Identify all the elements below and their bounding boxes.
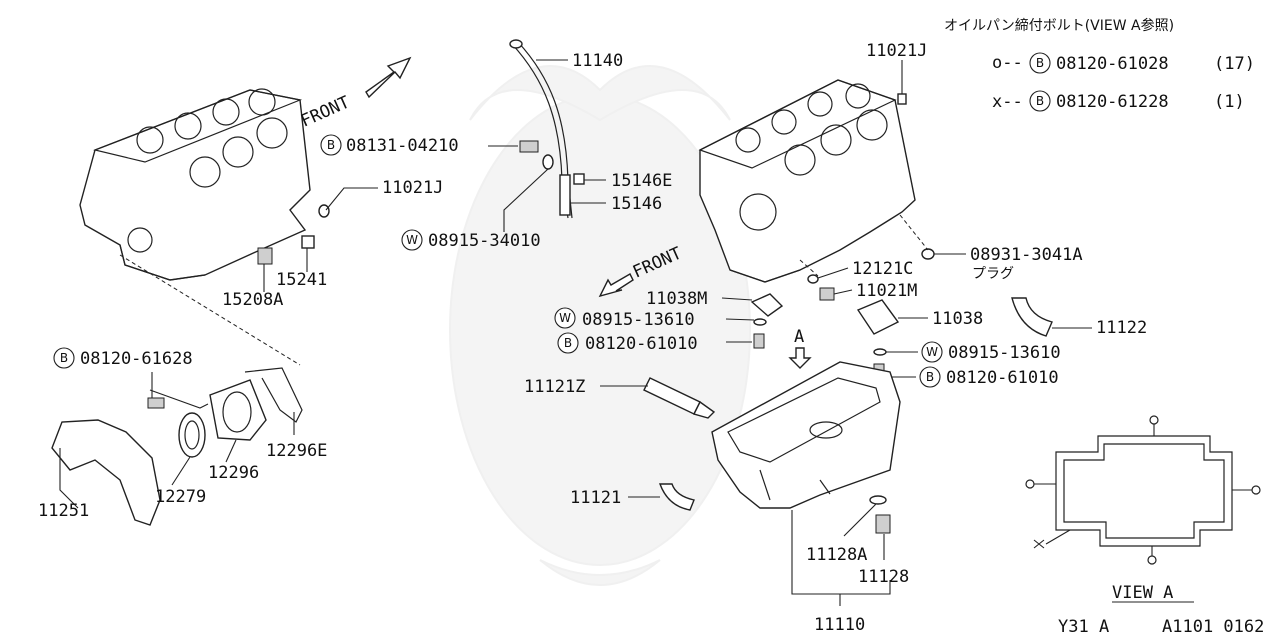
legend-row-1-marker: o-- xyxy=(992,53,1023,73)
label-11140: 11140 xyxy=(572,51,623,71)
label-08915-34010: 08915-34010 xyxy=(428,231,541,251)
plug-11021j-left xyxy=(318,204,330,218)
right-engine-block xyxy=(698,79,916,283)
bolt-symbol-b xyxy=(1029,52,1051,74)
front-arrow-left: FRONT xyxy=(298,56,412,132)
legend-row-2-part: 08120-61228 xyxy=(1056,92,1169,112)
bolt-symbol-b xyxy=(320,134,342,156)
baffle-11038 xyxy=(856,299,900,335)
legend-row-2-marker: x-- xyxy=(992,92,1023,112)
retainer-12296 xyxy=(209,379,267,441)
circle-letter-b: B xyxy=(564,336,572,350)
label-11021j-left: 11021J xyxy=(382,178,443,198)
plug-11021m xyxy=(819,287,835,301)
footer-model: Y31 A xyxy=(1058,617,1109,637)
bolt-symbol-b xyxy=(557,332,579,354)
circle-letter-b: B xyxy=(926,370,934,384)
circle-letter-b: B xyxy=(60,351,68,365)
view-a-schematic xyxy=(1025,415,1261,565)
label-08120-61628: 08120-61628 xyxy=(80,349,193,369)
bolt-08131-04210 xyxy=(519,140,539,153)
label-view-a-arrow: A xyxy=(794,327,804,347)
label-11021m: 11021M xyxy=(856,281,917,301)
bolt-08120-61010-left xyxy=(753,333,765,349)
rear-plate-11251 xyxy=(51,419,161,526)
label-08931-3041a: 08931-3041A xyxy=(970,245,1083,265)
bracket-11121 xyxy=(659,483,695,511)
baffle-11038m xyxy=(750,293,784,317)
circle-letter-w: W xyxy=(926,345,938,359)
label-11122: 11122 xyxy=(1096,318,1147,338)
drain-plug-11128 xyxy=(875,514,891,534)
label-plug-jp: プラグ xyxy=(972,266,1014,282)
label-11121z: 11121Z xyxy=(524,377,585,397)
label-11128a: 11128A xyxy=(806,545,867,565)
washer-08915-34010 xyxy=(542,154,554,170)
circle-letter-w: W xyxy=(559,311,571,325)
baffle-11122 xyxy=(1011,297,1053,337)
oil-level-gauge-11140 xyxy=(509,39,573,219)
stud-15208a xyxy=(257,247,273,265)
view-a-bolt-title: オイルパン締付ボルト(VIEW A参照) xyxy=(944,17,1174,34)
watermark-emblem xyxy=(449,65,751,586)
bolt-symbol-b xyxy=(919,366,941,388)
label-08120-61010-left: 08120-61010 xyxy=(585,334,698,354)
label-11110: 11110 xyxy=(814,615,865,635)
label-12121c: 12121C xyxy=(852,259,913,279)
view-a-caption: VIEW A xyxy=(1112,583,1173,603)
label-08915-13610-right: 08915-13610 xyxy=(948,343,1061,363)
washer-08915-13610-right xyxy=(873,348,887,356)
legend-row-1-circle: B xyxy=(1036,56,1044,70)
bolt-legend: オイルパン締付ボルト(VIEW A参照) o-- B 08120-61028 (… xyxy=(944,17,1255,112)
gasket-12296e xyxy=(244,367,303,423)
label-12296e: 12296E xyxy=(266,441,327,461)
legend-row-2-circle: B xyxy=(1036,94,1044,108)
label-11128: 11128 xyxy=(858,567,909,587)
label-11021j-right: 11021J xyxy=(866,41,927,61)
label-15208a: 15208A xyxy=(222,290,283,310)
washer-symbol-w xyxy=(921,341,943,363)
sealant-tube-11121z xyxy=(643,377,716,419)
footer-code: A1101 0162 xyxy=(1162,617,1264,637)
circle-letter-w: W xyxy=(406,233,418,247)
label-15146e: 15146E xyxy=(611,171,672,191)
plug-15241 xyxy=(301,235,315,249)
legend-row-1-qty: (17) xyxy=(1214,54,1255,74)
bolt-symbol-b xyxy=(53,347,75,369)
left-engine-block xyxy=(79,88,311,281)
label-11251: 11251 xyxy=(38,501,89,521)
view-a-arrow: A xyxy=(788,327,812,369)
legend-row-2-qty: (1) xyxy=(1214,92,1245,112)
o-ring-15146e xyxy=(573,173,585,185)
label-11038m: 11038M xyxy=(646,289,707,309)
front-label-left: FRONT xyxy=(298,92,353,131)
label-12279: 12279 xyxy=(155,487,206,507)
washer-symbol-w xyxy=(401,229,423,251)
label-11038: 11038 xyxy=(932,309,983,329)
washer-08915-13610-left xyxy=(753,318,767,326)
label-08131-04210: 08131-04210 xyxy=(346,136,459,156)
label-08120-61010-right: 08120-61010 xyxy=(946,368,1059,388)
plug-08931-3041a xyxy=(921,248,935,260)
circle-letter-b: B xyxy=(327,138,335,152)
oil-seal-12279 xyxy=(178,412,206,458)
washer-symbol-w xyxy=(554,307,576,329)
oil-pan-11110 xyxy=(711,361,901,509)
washer-11128a xyxy=(869,495,887,505)
label-08915-13610-left: 08915-13610 xyxy=(582,310,695,330)
bolt-08120-61628 xyxy=(147,372,165,409)
bolt-symbol-b xyxy=(1029,90,1051,112)
legend-row-1-part: 08120-61028 xyxy=(1056,54,1169,74)
guide-tube-15146 xyxy=(559,174,571,216)
label-11121: 11121 xyxy=(570,488,621,508)
label-15241: 15241 xyxy=(276,270,327,290)
plug-12121c xyxy=(807,274,819,284)
label-12296: 12296 xyxy=(208,463,259,483)
label-15146: 15146 xyxy=(611,194,662,214)
plug-11021j-right xyxy=(897,93,907,105)
